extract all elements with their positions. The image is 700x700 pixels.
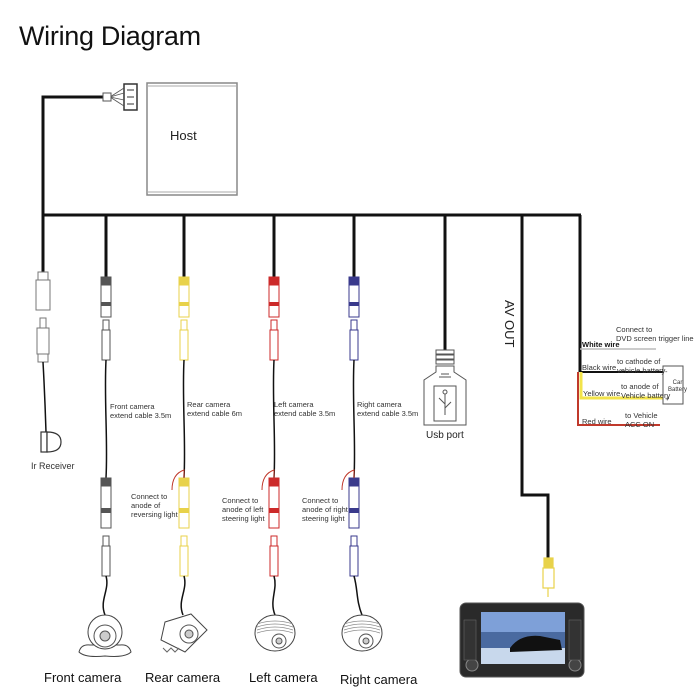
usb-port-label: Usb port xyxy=(426,430,464,441)
connector-boot xyxy=(268,477,280,487)
camera-lead xyxy=(353,575,363,616)
connector-band xyxy=(269,302,279,306)
left-connect-note: Connect to anode of left steering light xyxy=(222,496,265,523)
male-pin xyxy=(102,319,110,331)
male-pin xyxy=(102,535,110,547)
front-camera-label: Front camera xyxy=(44,670,122,685)
female-connector xyxy=(348,485,360,529)
ir-receiver-connector xyxy=(35,271,51,363)
female-connector xyxy=(268,485,280,529)
connector-band xyxy=(349,302,359,306)
right-camera-cable xyxy=(341,276,363,616)
connector-band xyxy=(101,302,111,306)
female-connector xyxy=(268,284,280,318)
female-connector xyxy=(178,284,190,318)
car-battery-label: Car Battery xyxy=(668,380,688,393)
left-extend-label: Left camera extend cable 3.5m xyxy=(274,400,336,418)
page-title: Wiring Diagram xyxy=(19,21,201,51)
rear-camera-label: Rear camera xyxy=(145,670,221,685)
black-wire-label: Black wire xyxy=(582,363,617,372)
red-wire xyxy=(577,372,660,426)
male-plug xyxy=(179,329,189,361)
connector-band xyxy=(269,508,279,513)
battery-plus: + xyxy=(665,394,670,403)
av-out-wire xyxy=(520,215,550,560)
male-plug xyxy=(349,545,359,577)
camera-lead xyxy=(180,575,186,616)
ir-receiver-icon xyxy=(40,431,62,453)
trigger-wire xyxy=(261,469,275,491)
left-camera-label: Left camera xyxy=(249,670,318,685)
connector-boot xyxy=(268,276,280,286)
white-wire-label: White wire xyxy=(582,340,620,349)
male-pin xyxy=(350,535,358,547)
connector-boot xyxy=(178,276,190,286)
red-wire-label: Red wire xyxy=(582,417,612,426)
white-wire-note: Connect to DVD screen trigger line xyxy=(616,325,694,343)
female-connector xyxy=(178,485,190,529)
connector-boot xyxy=(348,477,360,487)
front-camera-cable xyxy=(100,276,112,616)
rear-camera-cable xyxy=(171,276,190,616)
connector-boot xyxy=(178,477,190,487)
connector-band xyxy=(179,508,189,513)
host-unit xyxy=(102,82,238,196)
rear-connect-note: Connect to anode of reversing light xyxy=(131,492,178,519)
trigger-wire xyxy=(341,469,355,491)
male-plug xyxy=(101,329,111,361)
left-camera-icon xyxy=(254,614,296,652)
female-connector xyxy=(100,284,112,318)
host-label: Host xyxy=(170,128,197,143)
connector-band xyxy=(349,508,359,513)
front-extend-label: Front camera extend cable 3.5m xyxy=(110,402,172,420)
male-pin xyxy=(350,319,358,331)
usb-port-icon xyxy=(423,349,467,426)
connector-boot xyxy=(100,477,112,487)
rear-extend-label: Rear camera extend cable 6m xyxy=(187,400,243,418)
av-out-label: AV OUT xyxy=(502,300,517,348)
harness-wire xyxy=(41,95,103,215)
ir-receiver-label: Ir Receiver xyxy=(31,461,75,471)
battery-minus: - xyxy=(665,367,668,376)
connector-boot xyxy=(348,276,360,286)
black-wire-note: to cathode of vehicle battery xyxy=(617,357,666,375)
trigger-wire xyxy=(171,469,185,491)
yellow-wire xyxy=(579,372,663,400)
extension-cable xyxy=(352,359,356,479)
connector-band xyxy=(101,508,111,513)
power-wires xyxy=(577,348,684,426)
male-pin xyxy=(270,535,278,547)
red-wire-note: to Vehicle ACC ON xyxy=(625,411,658,429)
yellow-wire-note: to anode of Vehicle battery xyxy=(621,382,671,400)
extension-cable xyxy=(104,359,108,479)
male-pin xyxy=(180,319,188,331)
right-camera-icon xyxy=(341,614,383,652)
connector-band xyxy=(179,302,189,306)
front-camera-icon xyxy=(78,614,132,657)
male-plug xyxy=(179,545,189,577)
av-out-plug xyxy=(542,557,555,597)
dvd-head-unit xyxy=(459,602,585,678)
male-pin xyxy=(180,535,188,547)
camera-lead xyxy=(272,575,276,616)
male-pin xyxy=(270,319,278,331)
male-plug xyxy=(269,545,279,577)
extension-cable xyxy=(272,359,276,479)
female-connector xyxy=(100,485,112,529)
male-plug xyxy=(349,329,359,361)
male-plug xyxy=(269,329,279,361)
right-extend-label: Right camera extend cable 3.5m xyxy=(357,400,419,418)
right-camera-label: Right camera xyxy=(340,672,418,687)
yellow-wire-label: Yellow wire xyxy=(583,389,621,398)
extension-cable xyxy=(182,359,186,479)
right-connect-note: Connect to anode of right steering light xyxy=(302,496,348,523)
male-plug xyxy=(101,545,111,577)
car-battery-icon xyxy=(662,365,684,405)
female-connector xyxy=(348,284,360,318)
left-camera-cable xyxy=(261,276,280,616)
camera-lead xyxy=(102,575,108,616)
connector-boot xyxy=(100,276,112,286)
rear-camera-icon xyxy=(160,613,208,653)
